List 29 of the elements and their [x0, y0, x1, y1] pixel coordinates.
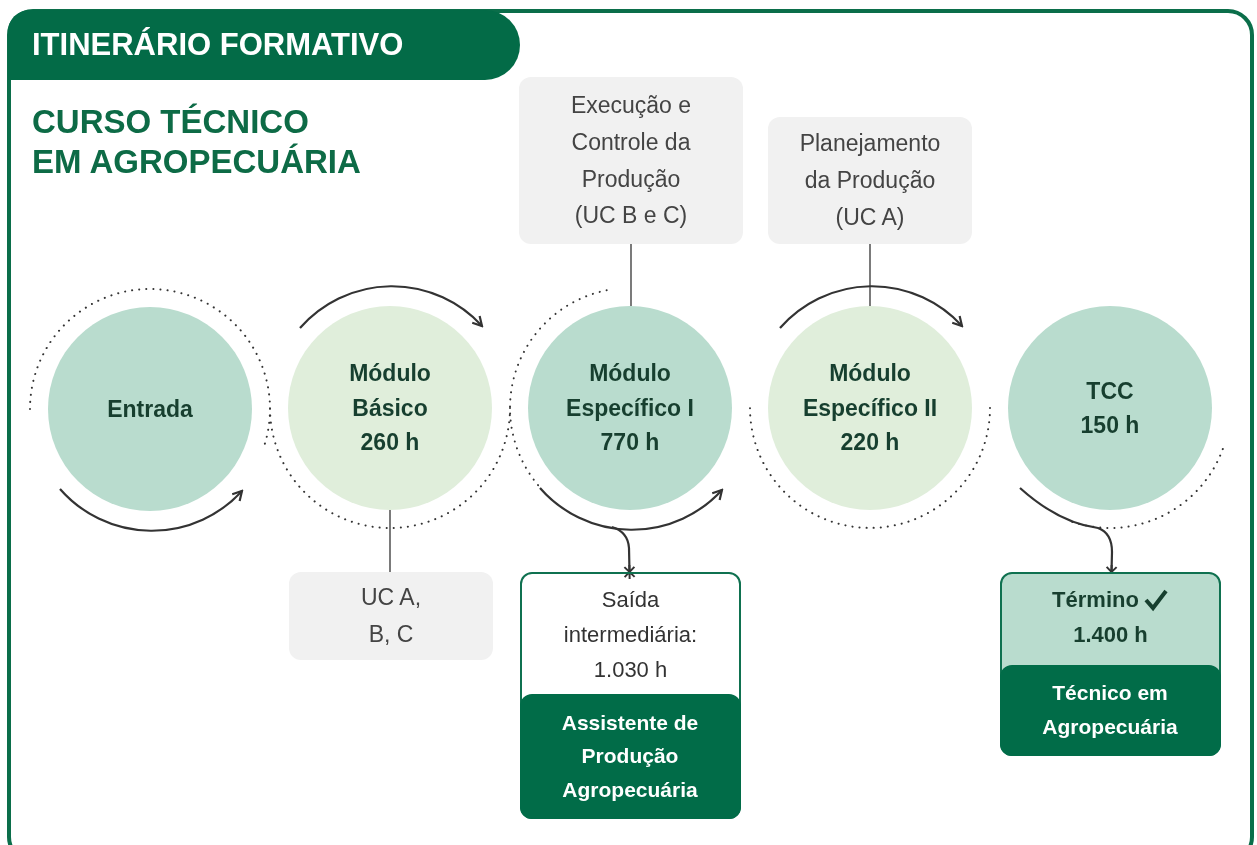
node-text: Módulo Específico II [801, 359, 939, 423]
node-text: Assistente de Produção Agropecuária [560, 709, 700, 803]
qualification-box [519, 693, 741, 819]
header-tab: ITINERÁRIO FORMATIVO [8, 10, 520, 80]
qualification-box [999, 664, 1221, 756]
completion-box [1000, 572, 1221, 756]
node-text: Término [1052, 586, 1139, 614]
leader-line [869, 243, 871, 307]
exit-box [520, 572, 741, 819]
subtitle: CURSO TÉCNICO EM AGROPECUÁRIA [32, 102, 362, 182]
node-text: Módulo Básico [348, 359, 432, 423]
node-text: Saída intermediária: 1.030 h [562, 586, 699, 685]
node-text: Entrada [107, 394, 193, 424]
node-text: UC A, B, C [359, 583, 423, 649]
node-text: Módulo Específico I [565, 359, 695, 423]
node-text: 220 h [839, 428, 901, 458]
node-text: 260 h [359, 428, 421, 458]
leader-line [389, 509, 391, 573]
node-text: 1.400 h [1072, 621, 1149, 650]
node-text: Planejamento da Produção (UC A) [798, 129, 942, 232]
node-text: Técnico em Agropecuária [1041, 680, 1179, 740]
info-box [519, 77, 743, 244]
leader-line [630, 243, 632, 307]
node-text: 770 h [599, 428, 661, 458]
node-text: TCC [1086, 376, 1134, 406]
info-box [768, 117, 972, 244]
node-text: 150 h [1080, 411, 1140, 440]
info-box [289, 572, 493, 660]
node-text: Execução e Controle da Produção (UC B e C) [569, 90, 693, 231]
